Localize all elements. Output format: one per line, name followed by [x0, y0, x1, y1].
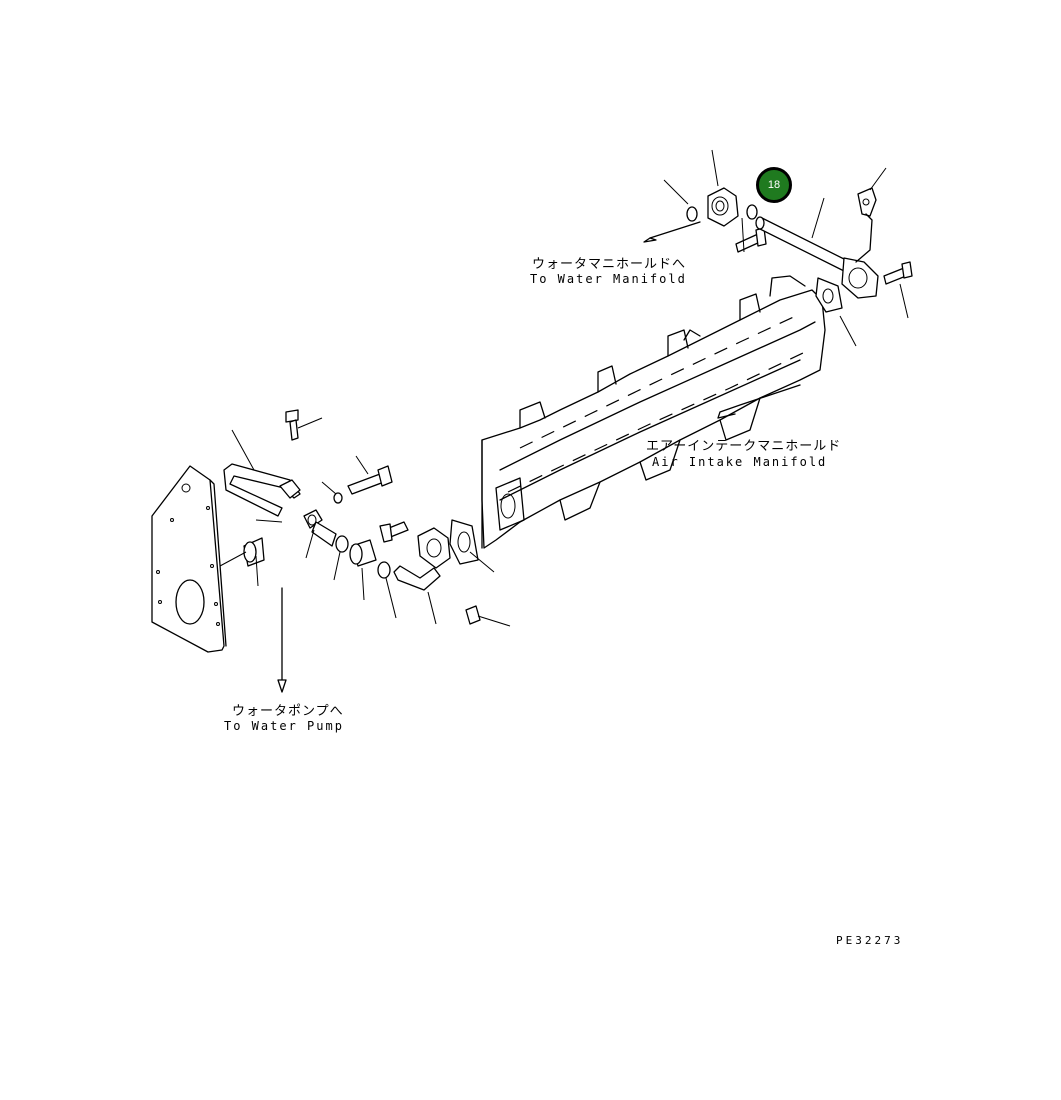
drawing-number: PE32273 — [836, 934, 904, 947]
air-intake-manifold — [482, 276, 825, 548]
water-manifold-label-jp: ウォータマニホールドへ — [532, 257, 687, 272]
air-intake-label-jp: エアーインテークマニホールド — [646, 439, 842, 454]
callout-18[interactable]: 18 — [756, 167, 792, 203]
water-pump-connection — [152, 410, 510, 692]
air-intake-label-en: Air Intake Manifold — [652, 455, 828, 469]
water-pump-label-en: To Water Pump — [224, 719, 344, 733]
water-pump-label-jp: ウォータポンプへ — [232, 704, 344, 719]
o-ring-2 — [747, 205, 757, 219]
water-manifold-label-en: To Water Manifold — [530, 272, 687, 286]
callout-18-number: 18 — [767, 179, 781, 191]
o-ring — [687, 207, 697, 221]
water-pipe-assembly — [644, 150, 912, 346]
